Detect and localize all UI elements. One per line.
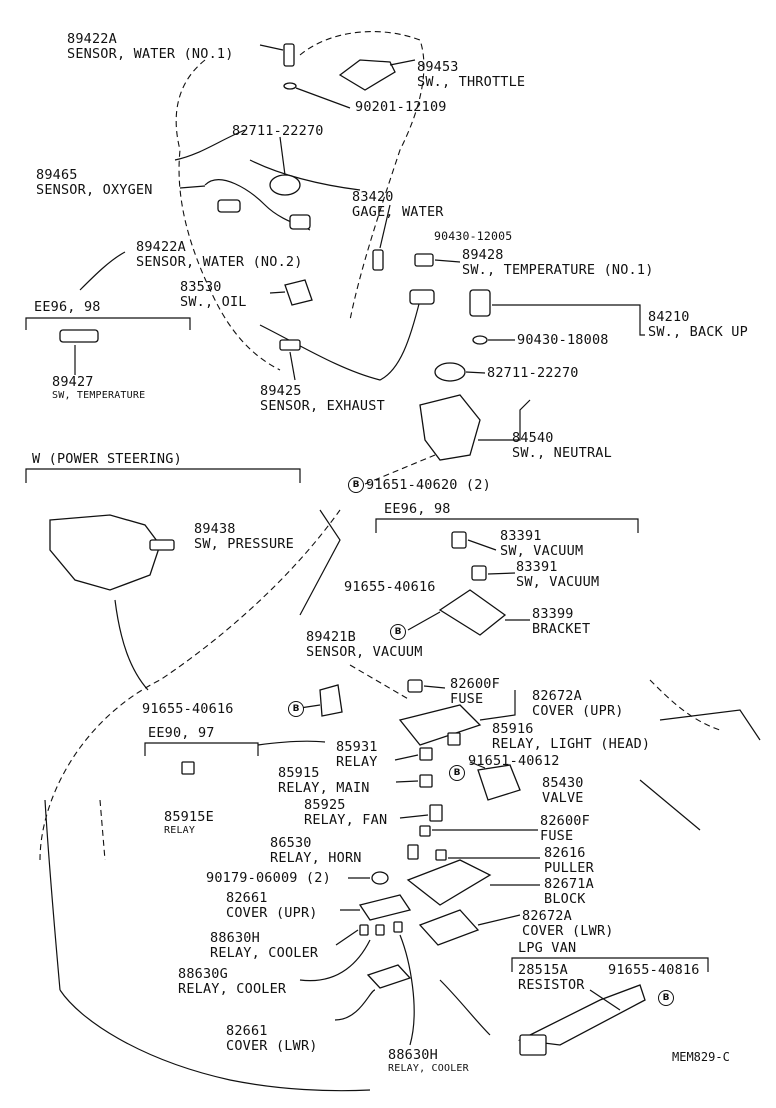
cover-upr-2-part <box>358 894 412 921</box>
arrow-to-relay <box>257 740 326 746</box>
group-label-ee96-98-b: EE96, 98 <box>384 501 451 517</box>
group-label-ee96-98-a: EE96, 98 <box>34 299 101 315</box>
valve-part <box>477 764 521 801</box>
bolt-marker: B <box>288 701 304 717</box>
washer-part <box>283 82 297 90</box>
engine-edge <box>174 129 246 161</box>
bolt-marker: B <box>449 765 465 781</box>
arrow-lpg <box>439 979 491 1036</box>
block-part <box>406 859 492 906</box>
callout-91655-40616-b: 91655-40616 <box>142 701 234 717</box>
diagram-code: MEM829-C <box>672 1050 730 1064</box>
bolt-marker: B <box>390 624 406 640</box>
arrow-to-vacuum-sensor <box>299 509 341 616</box>
clamp-part <box>269 174 301 196</box>
bolt-marker: B <box>348 477 364 493</box>
callout-90430-18008: 90430-18008 <box>517 332 609 348</box>
neutral-switch-part <box>419 394 481 461</box>
callout-91651-40612: 91651-40612 <box>468 753 560 769</box>
callout-91655-40616-a: 91655-40616 <box>344 579 436 595</box>
callout-90179-06009: 90179-06009 (2) <box>206 870 331 886</box>
callout-91651-40620: 91651-40620 (2) <box>366 477 491 493</box>
callout-90430-12005: 90430-12005 <box>434 229 513 243</box>
bumper-outline <box>59 989 371 1092</box>
water-sensor-1-part <box>283 43 295 67</box>
bolt-marker: B <box>658 990 674 1006</box>
resistor-part <box>517 984 646 1046</box>
callout-clamp-2: 82711-22270 <box>487 365 579 381</box>
bracket-part <box>438 589 507 636</box>
arrow-to-water-sensor <box>79 251 126 291</box>
group-label-power-steering: W (POWER STEERING) <box>32 451 182 467</box>
engine-outline <box>175 59 281 371</box>
cover-upr-part <box>398 704 482 746</box>
body-outline <box>39 509 341 861</box>
group-label-ee90-97: EE90, 97 <box>148 725 215 741</box>
engine-outline-right <box>299 31 425 321</box>
callout-clamp-1: 82711-22270 <box>232 123 324 139</box>
cover-lwr-part <box>418 909 480 946</box>
harness-line <box>249 159 361 191</box>
callout-90201: 90201-12109 <box>355 99 447 115</box>
callout-91655-40816: 91655-40816 <box>608 962 700 978</box>
throttle-switch-part <box>338 59 396 91</box>
group-label-lpg-van: LPG VAN <box>518 940 577 956</box>
power-steering-part <box>49 514 161 591</box>
